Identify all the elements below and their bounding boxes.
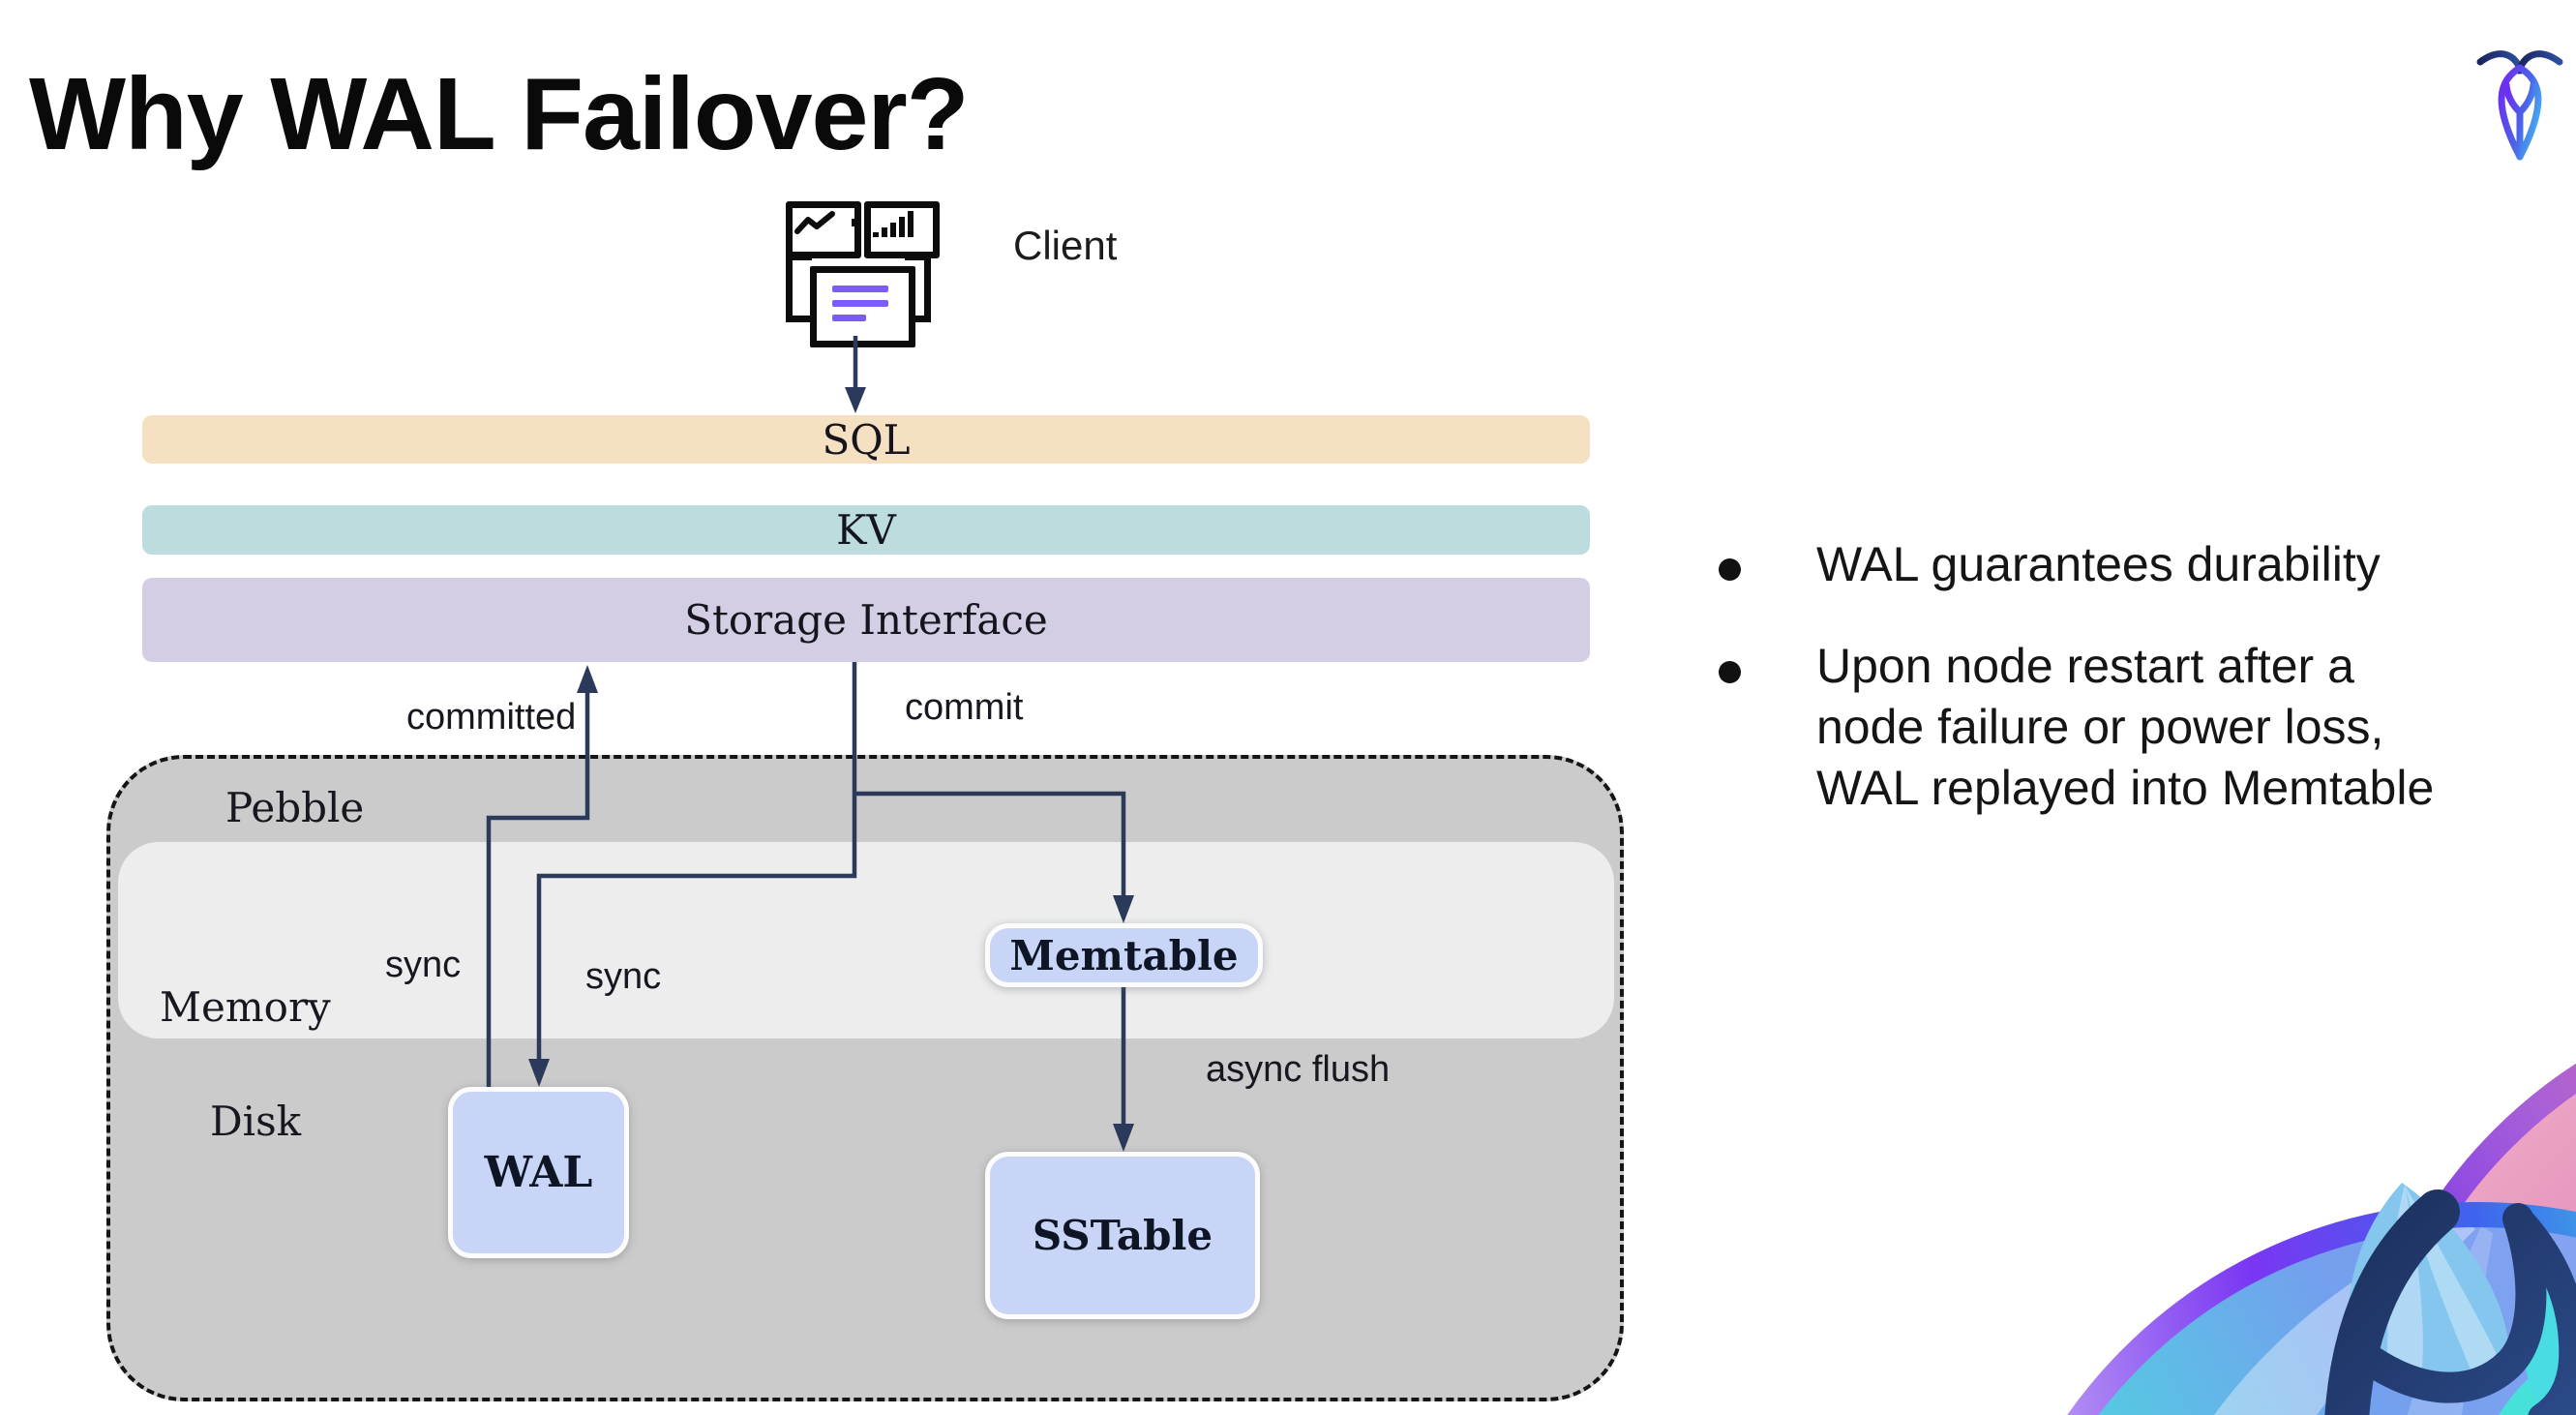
document-icon [810,266,915,347]
kv-layer-bar: KV [142,505,1590,555]
memtable-label: Memtable [1009,931,1239,979]
bullet-line: WAL replayed into Memtable [1816,761,2435,815]
arrowhead-committed [577,665,598,693]
kv-layer-label: KV [836,506,896,554]
document-line [832,315,866,321]
sstable-label: SSTable [1032,1212,1213,1259]
memtable-box: Memtable [985,923,1263,987]
sql-layer-label: SQL [822,415,911,464]
cockroachdb-logo-icon [2476,50,2563,161]
client-label: Client [1013,223,1118,268]
monitor-bracket-left [786,254,812,322]
bar-chart-icon [864,201,940,258]
line-chart-icon [786,201,861,258]
brand-artwork [2067,1026,2576,1415]
storage-interface-bar: Storage Interface [142,578,1590,662]
memory-band [118,842,1614,1039]
sync-right-edge-label: sync [585,956,662,997]
document-line [832,300,888,307]
bullet-dot [1719,558,1741,581]
sync-left-edge-label: sync [385,945,462,985]
memory-label: Memory [160,983,331,1031]
sstable-box: SSTable [985,1152,1260,1319]
bullet-dot [1719,661,1741,683]
disk-label: Disk [210,1098,302,1145]
commit-edge-label: commit [905,687,1024,728]
arrowhead-client-sql [845,387,866,413]
storage-interface-label: Storage Interface [684,596,1048,644]
bullet-item: WAL guarantees durability [1816,534,2381,595]
sql-layer-bar: SQL [142,415,1590,464]
monitor-bracket-right [905,254,931,322]
wal-box: WAL [448,1087,629,1258]
icon-connector-dash [852,219,861,226]
document-line [832,286,888,292]
wal-label: WAL [484,1148,593,1197]
bullet-line: Upon node restart after a [1816,639,2354,693]
bullet-line: WAL guarantees durability [1816,537,2381,591]
pebble-label: Pebble [225,784,365,831]
async-flush-edge-label: async flush [1206,1049,1391,1090]
page-title: Why WAL Failover? [29,57,969,171]
bullet-line: node failure or power loss, [1816,700,2384,754]
bullet-item: Upon node restart after a node failure o… [1816,636,2434,819]
committed-edge-label: committed [406,697,577,738]
